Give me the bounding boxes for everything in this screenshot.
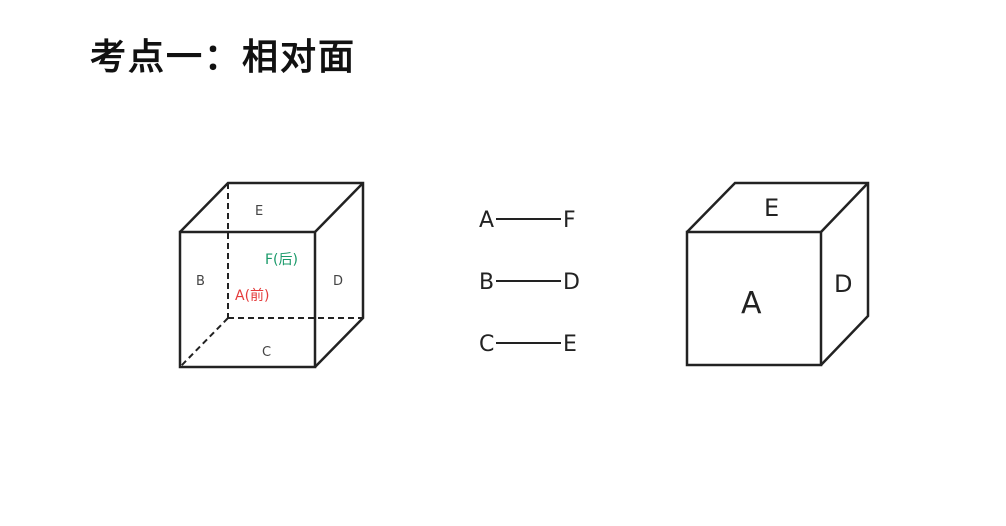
pair-row-3: C E bbox=[479, 332, 577, 357]
pair-b: E bbox=[563, 332, 577, 357]
pair-a: A bbox=[479, 208, 494, 233]
face-bottom-label: C bbox=[262, 345, 271, 360]
pair-a: B bbox=[479, 270, 494, 295]
solid-front-label: A bbox=[741, 286, 762, 321]
transparent-cube bbox=[178, 181, 365, 369]
solid-right-label: D bbox=[834, 270, 852, 298]
pair-a: C bbox=[479, 332, 494, 357]
pair-row-2: B D bbox=[479, 270, 580, 295]
solid-top-label: E bbox=[764, 194, 779, 222]
pair-row-1: A F bbox=[479, 208, 576, 233]
face-back-label: F(后) bbox=[265, 252, 298, 268]
pair-b: F bbox=[563, 208, 576, 233]
solid-cube bbox=[685, 181, 870, 367]
face-front-label: A(前) bbox=[235, 287, 270, 304]
pair-b: D bbox=[563, 270, 580, 295]
face-left-label: B bbox=[196, 274, 205, 289]
face-top-label: E bbox=[255, 204, 263, 219]
opposite-pairs: A F B D C E bbox=[479, 208, 580, 357]
face-right-label: D bbox=[333, 274, 343, 289]
slide-title: 考点一：相对面 bbox=[90, 36, 357, 78]
